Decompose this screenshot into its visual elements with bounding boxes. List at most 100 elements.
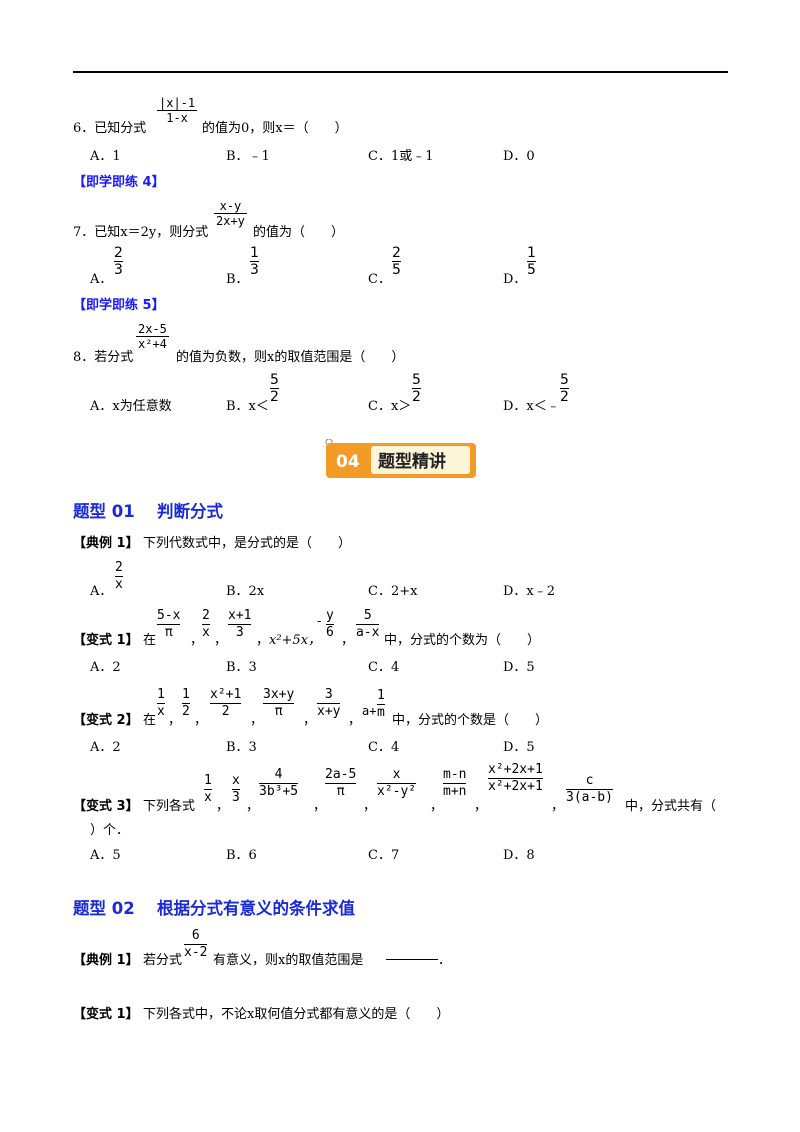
var3-f8-den: 3(a-b) [566,789,613,805]
comma: ， [430,799,444,814]
q7-suffix: 的值为（ ） [253,225,345,240]
var2-f2-num: 1 [182,687,190,702]
section-badge: 04 题型精讲 [325,439,476,478]
type02-ex1-prefix: 若分式 [143,953,183,968]
type02-ex1-tag: 【典例 1】 [73,953,139,968]
type02-ex1-den: x-2 [184,944,208,960]
comma: ， [214,633,228,648]
type02-heading: 题型 02 根据分式有意义的条件求值 [73,899,355,918]
var3-option-d: D．8 [503,848,535,863]
comma: ， [190,633,204,648]
type01-ex1-option-d: D．x﹣2 [503,584,556,599]
practice-tag-4: 【即学即练 4】 [73,175,165,190]
q7-d-num: 1 [527,245,536,261]
type01-var1-mid: x²+5x， [269,633,322,648]
q8-prefix: 8．若分式 [73,350,134,365]
type01-ex1-tag: 【典例 1】 [73,536,139,551]
var3-f1-num: 1 [204,773,212,788]
var2-f3-den: 2 [210,703,242,720]
badge-title-bg [371,446,470,474]
comma: ， [250,713,264,728]
var3-f7-num: x²+2x+1 [488,762,543,777]
q8-c-num: 5 [412,372,421,388]
comma: ， [551,799,565,814]
q8-frac-num: 2x-5 [138,322,167,336]
q7-b-num: 1 [250,245,259,261]
var3-f4-num: 2a-5 [325,767,357,782]
q8-option-a: A．x为任意数 [90,399,172,414]
q8-c-den: 2 [412,388,421,405]
var1-f5-num: 5 [363,608,372,623]
q8-option-b-label: B．x＜ [226,399,269,414]
q7-d-den: 5 [527,261,536,278]
var1-f1-num: 5-x [157,608,181,623]
type01-var3-tag: 【变式 3】 [73,799,139,814]
practice-tag-5: 【即学即练 5】 [73,298,165,313]
var3-f6-num: m-n [443,767,467,782]
type01-var1-neg: - [317,614,322,629]
var1-option-c: C．4 [368,660,400,675]
var1-f3-num: x+1 [228,608,252,623]
comma: ， [246,799,260,814]
var3-f5-den: x²-y² [377,783,417,799]
q6-option-a: A．1 [90,149,121,164]
q8-d-den: 2 [560,388,569,405]
ex1-a-num: 2 [115,560,123,575]
q7-c-den: 5 [392,261,401,278]
q8-b-den: 2 [270,388,279,405]
var2-option-b: B．3 [226,740,257,755]
comma: ， [348,713,362,728]
comma: ， [474,799,488,814]
q7-option-a-label: A． [90,272,113,287]
type02-var1-tag: 【变式 1】 [73,1007,139,1022]
q6-frac-num: |x|-1 [159,96,196,110]
type01-var3-prefix: 下列各式 [143,799,196,814]
comma: ， [303,713,317,728]
q7-a-den: 3 [114,261,123,278]
answer-blank[interactable] [386,949,438,964]
var1-f4-den: 6 [326,624,334,640]
var1-option-a: A．2 [90,660,121,675]
type01-var3-line2: ）个． [90,823,130,838]
var1-f2-num: 2 [202,608,210,623]
var3-f2-den: 3 [232,789,240,805]
var3-f4-den: π [325,783,357,800]
q7-prefix: 7．已知x＝2y，则分式 [73,225,209,240]
comma: ， [363,799,377,814]
var1-f3-den: 3 [228,624,252,641]
q7-c-num: 2 [392,245,401,261]
q6-option-b: B．﹣1 [226,149,270,164]
type01-ex1-text: 下列代数式中，是分式的是（ ） [143,536,352,551]
q7-fraction: x-y 2x+y [214,199,247,228]
type02-ex1-end: ． [438,953,452,968]
var1-f4-num: y [326,608,334,623]
var2-f5-den: x+y [317,703,341,719]
var2-option-c: C．4 [368,740,400,755]
var2-f2-den: 2 [182,703,190,719]
var3-option-a: A．5 [90,848,121,863]
type01-ex1-option-b: B．2x [226,584,265,599]
q6-fraction: |x|-1 1-x [157,96,198,125]
q7-option-c-label: C． [368,272,391,287]
type02-ex1-num: 6 [191,928,200,943]
q7-option-b-label: B． [226,272,249,287]
var3-f8-num: c [585,773,594,788]
type01-ex1-option-c: C．2+x [368,584,418,599]
type01-var2-tag: 【变式 2】 [73,713,139,728]
